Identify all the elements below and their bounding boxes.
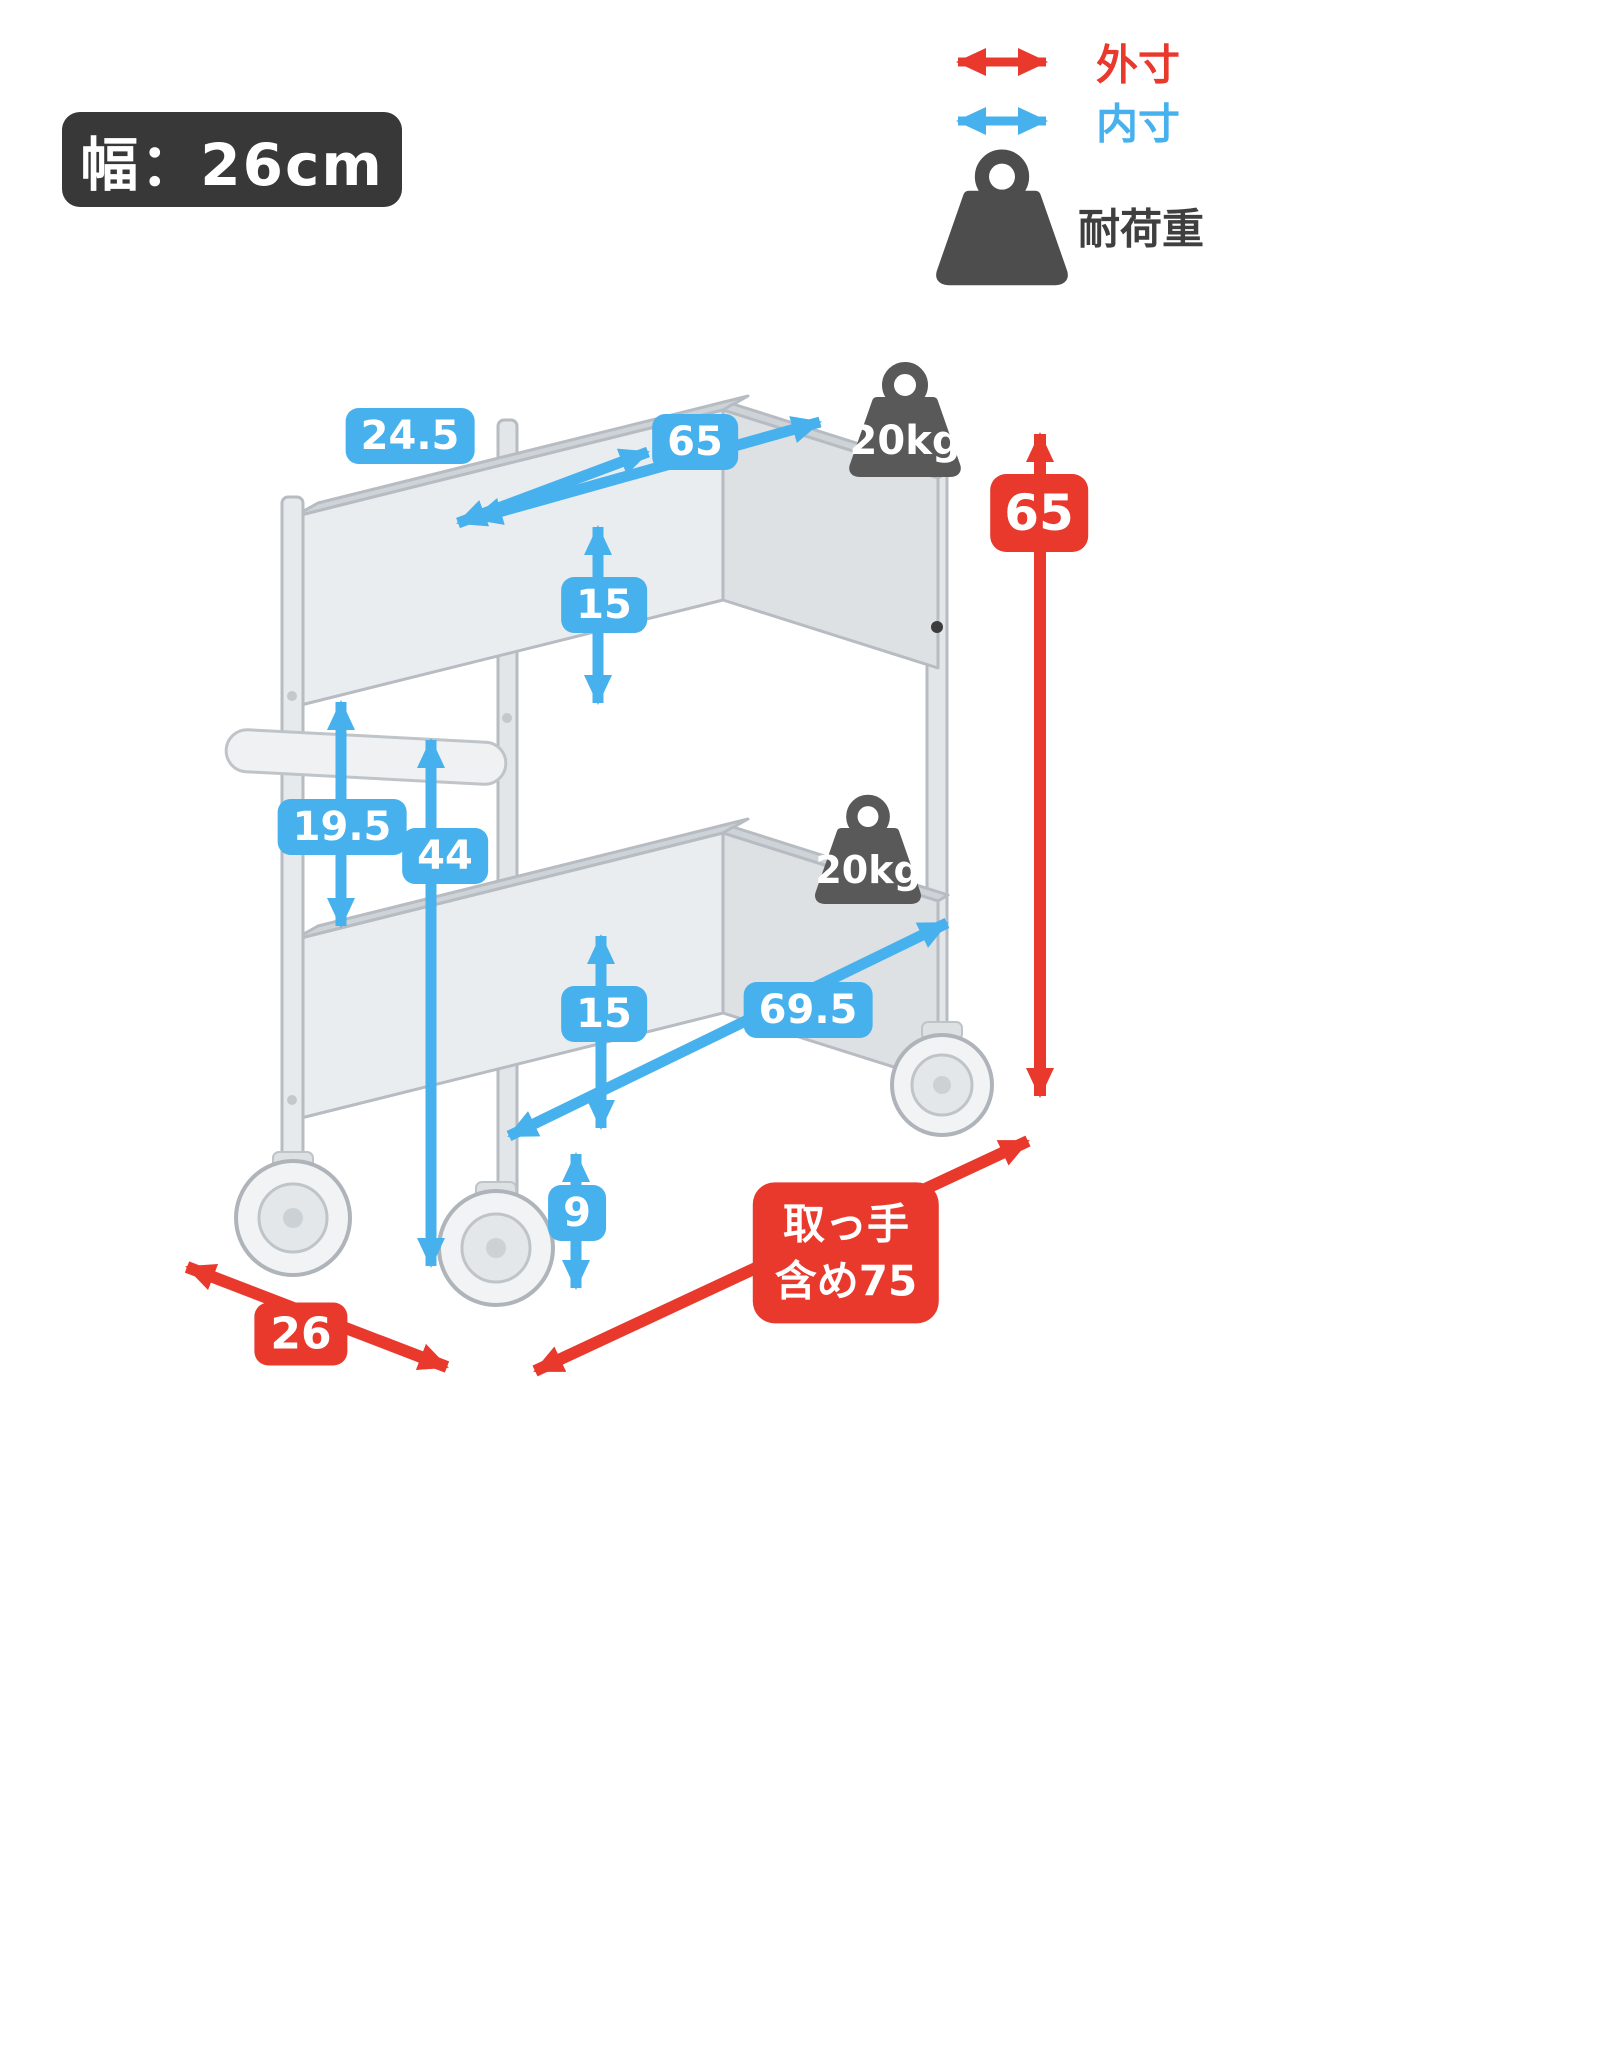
dim-badge-top-inner-length: 65 (652, 414, 738, 470)
dim-badge-top-inner-depth: 24.5 (345, 408, 475, 464)
dim-badge-bottom-inner-length: 69.5 (743, 982, 873, 1038)
legend-load-label: 耐荷重 (1078, 204, 1205, 254)
outer-length-line2: 含め75 (774, 1256, 918, 1305)
legend-weight-icon (942, 157, 1062, 280)
inner-dimension-arrows (327, 107, 1048, 1290)
cart-handle (224, 728, 508, 786)
screw-left-upper (287, 691, 297, 701)
dim-badge-bottom-clearance: 44 (402, 828, 488, 884)
dim-badge-top-inner-height: 15 (561, 577, 647, 633)
dim-badge-outer-width: 26 (254, 1302, 348, 1366)
dim-badge-handle-gap: 19.5 (277, 799, 407, 855)
dim-badge-caster-height: 9 (548, 1185, 606, 1241)
arrow-bottom-inner-length (506, 918, 950, 1141)
bottom-shelf-load-label: 20kg (815, 848, 921, 892)
dim-badge-bottom-inner-height: 15 (561, 986, 647, 1042)
bolt-dot (931, 621, 943, 633)
legend-inner-label: 内寸 (1096, 99, 1181, 149)
arrow-top-inner-length (472, 416, 822, 525)
caster-front-left (234, 1151, 352, 1277)
screw-mid (502, 713, 512, 723)
dim-badge-outer-height: 65 (990, 474, 1088, 552)
caster-back-left (437, 1181, 555, 1307)
dim-badge-outer-length-with-handle: 取っ手 含め75 (752, 1182, 940, 1324)
outer-length-line1: 取っ手 (782, 1199, 910, 1249)
legend-outer-label: 外寸 (1096, 40, 1181, 90)
top-shelf-load-label: 20kg (849, 418, 961, 464)
width-title-badge: 幅：26cm (62, 112, 402, 207)
screw-left-lower (287, 1095, 297, 1105)
